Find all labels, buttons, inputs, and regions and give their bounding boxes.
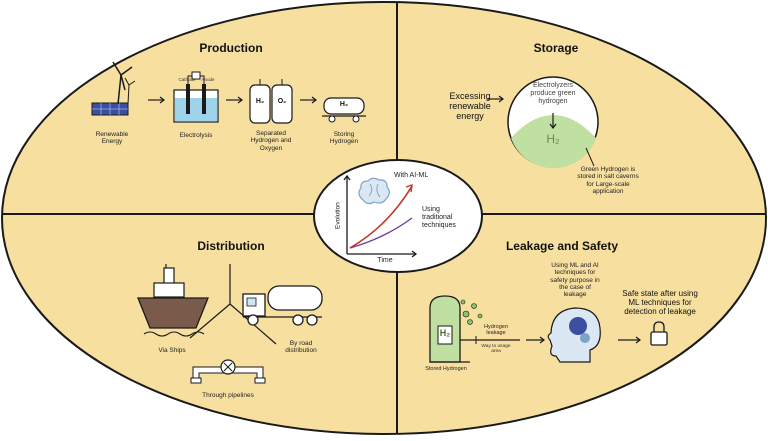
storage-title: Storage (533, 41, 579, 55)
arrow-right-icon (226, 96, 243, 104)
traditional-label: Using traditional techniques (422, 206, 456, 229)
brain-icon (358, 177, 390, 205)
ai-ml-label: With AI-ML (394, 172, 429, 179)
separated-gases-label: Separated Hydrogen and Oxygen (250, 130, 292, 152)
road-distribution-label: By road distribution (285, 340, 317, 355)
leak-bubbles-icon (460, 299, 483, 325)
arrow-right-icon (618, 336, 641, 344)
trailer-h2-symbol: H₂ (339, 101, 349, 108)
cathode-label: Cathode (178, 77, 196, 82)
arrow-right-icon (487, 95, 504, 103)
hydrogen-tank-icon (429, 295, 520, 363)
anode-label: Anode (201, 77, 215, 82)
electrolyzer-label: Electrolyzers produce green hydrogen (530, 82, 576, 105)
ai-head-icon (547, 307, 601, 363)
ai-ml-curve (349, 185, 413, 249)
storing-hydrogen-label: Storing Hydrogen (329, 131, 359, 146)
hydrogen-trailer-icon (322, 97, 366, 123)
safe-state-label: Safe state after using ML techniques for… (622, 289, 698, 316)
tanker-truck-icon (242, 285, 323, 326)
ml-safety-label: Using ML and AI techniques for safety pu… (550, 262, 600, 299)
tank-h2-symbol: H₂ (255, 98, 265, 105)
y-axis-label: Evolution (334, 202, 342, 230)
traditional-curve (349, 217, 413, 249)
salt-cavern-icon (507, 76, 599, 169)
usage-area-label: Way to usage area (481, 344, 511, 355)
electrolysis-icon (173, 71, 219, 123)
arrow-right-icon (300, 96, 317, 104)
tank-h2-label: H₂ (439, 328, 451, 338)
renewable-energy-label: Renewable Energy (95, 131, 129, 146)
lock-icon (650, 321, 668, 346)
gas-tanks-icon (249, 79, 293, 124)
electrolysis-label: Electrolysis (179, 132, 213, 139)
x-axis-label: Time (377, 257, 393, 264)
arrow-right-icon (148, 96, 165, 104)
green-hydrogen-note: Green Hydrogen is stored in salt caverns… (577, 166, 639, 195)
excess-energy-label: Excessing renewable energy (449, 91, 491, 122)
center-evolution-chart (313, 159, 483, 273)
stored-hydrogen-label: Stored Hydrogen (425, 366, 467, 372)
storage-h2-symbol: H₂ (546, 132, 560, 146)
pipelines-label: Through pipelines (202, 392, 254, 399)
production-title: Production (199, 41, 263, 55)
arrow-right-icon (526, 336, 545, 344)
distribution-title: Distribution (197, 239, 265, 253)
wind-solar-icon (91, 61, 136, 116)
via-ships-label: Via Ships (158, 347, 186, 354)
hydrogen-leakage-label: Hydrogen leakage (484, 324, 508, 337)
leakage-title: Leakage and Safety (505, 239, 619, 253)
callout-line (585, 147, 595, 167)
ship-icon (137, 264, 209, 337)
tank-o2-symbol: O₂ (277, 98, 287, 105)
pipeline-icon (190, 359, 266, 384)
